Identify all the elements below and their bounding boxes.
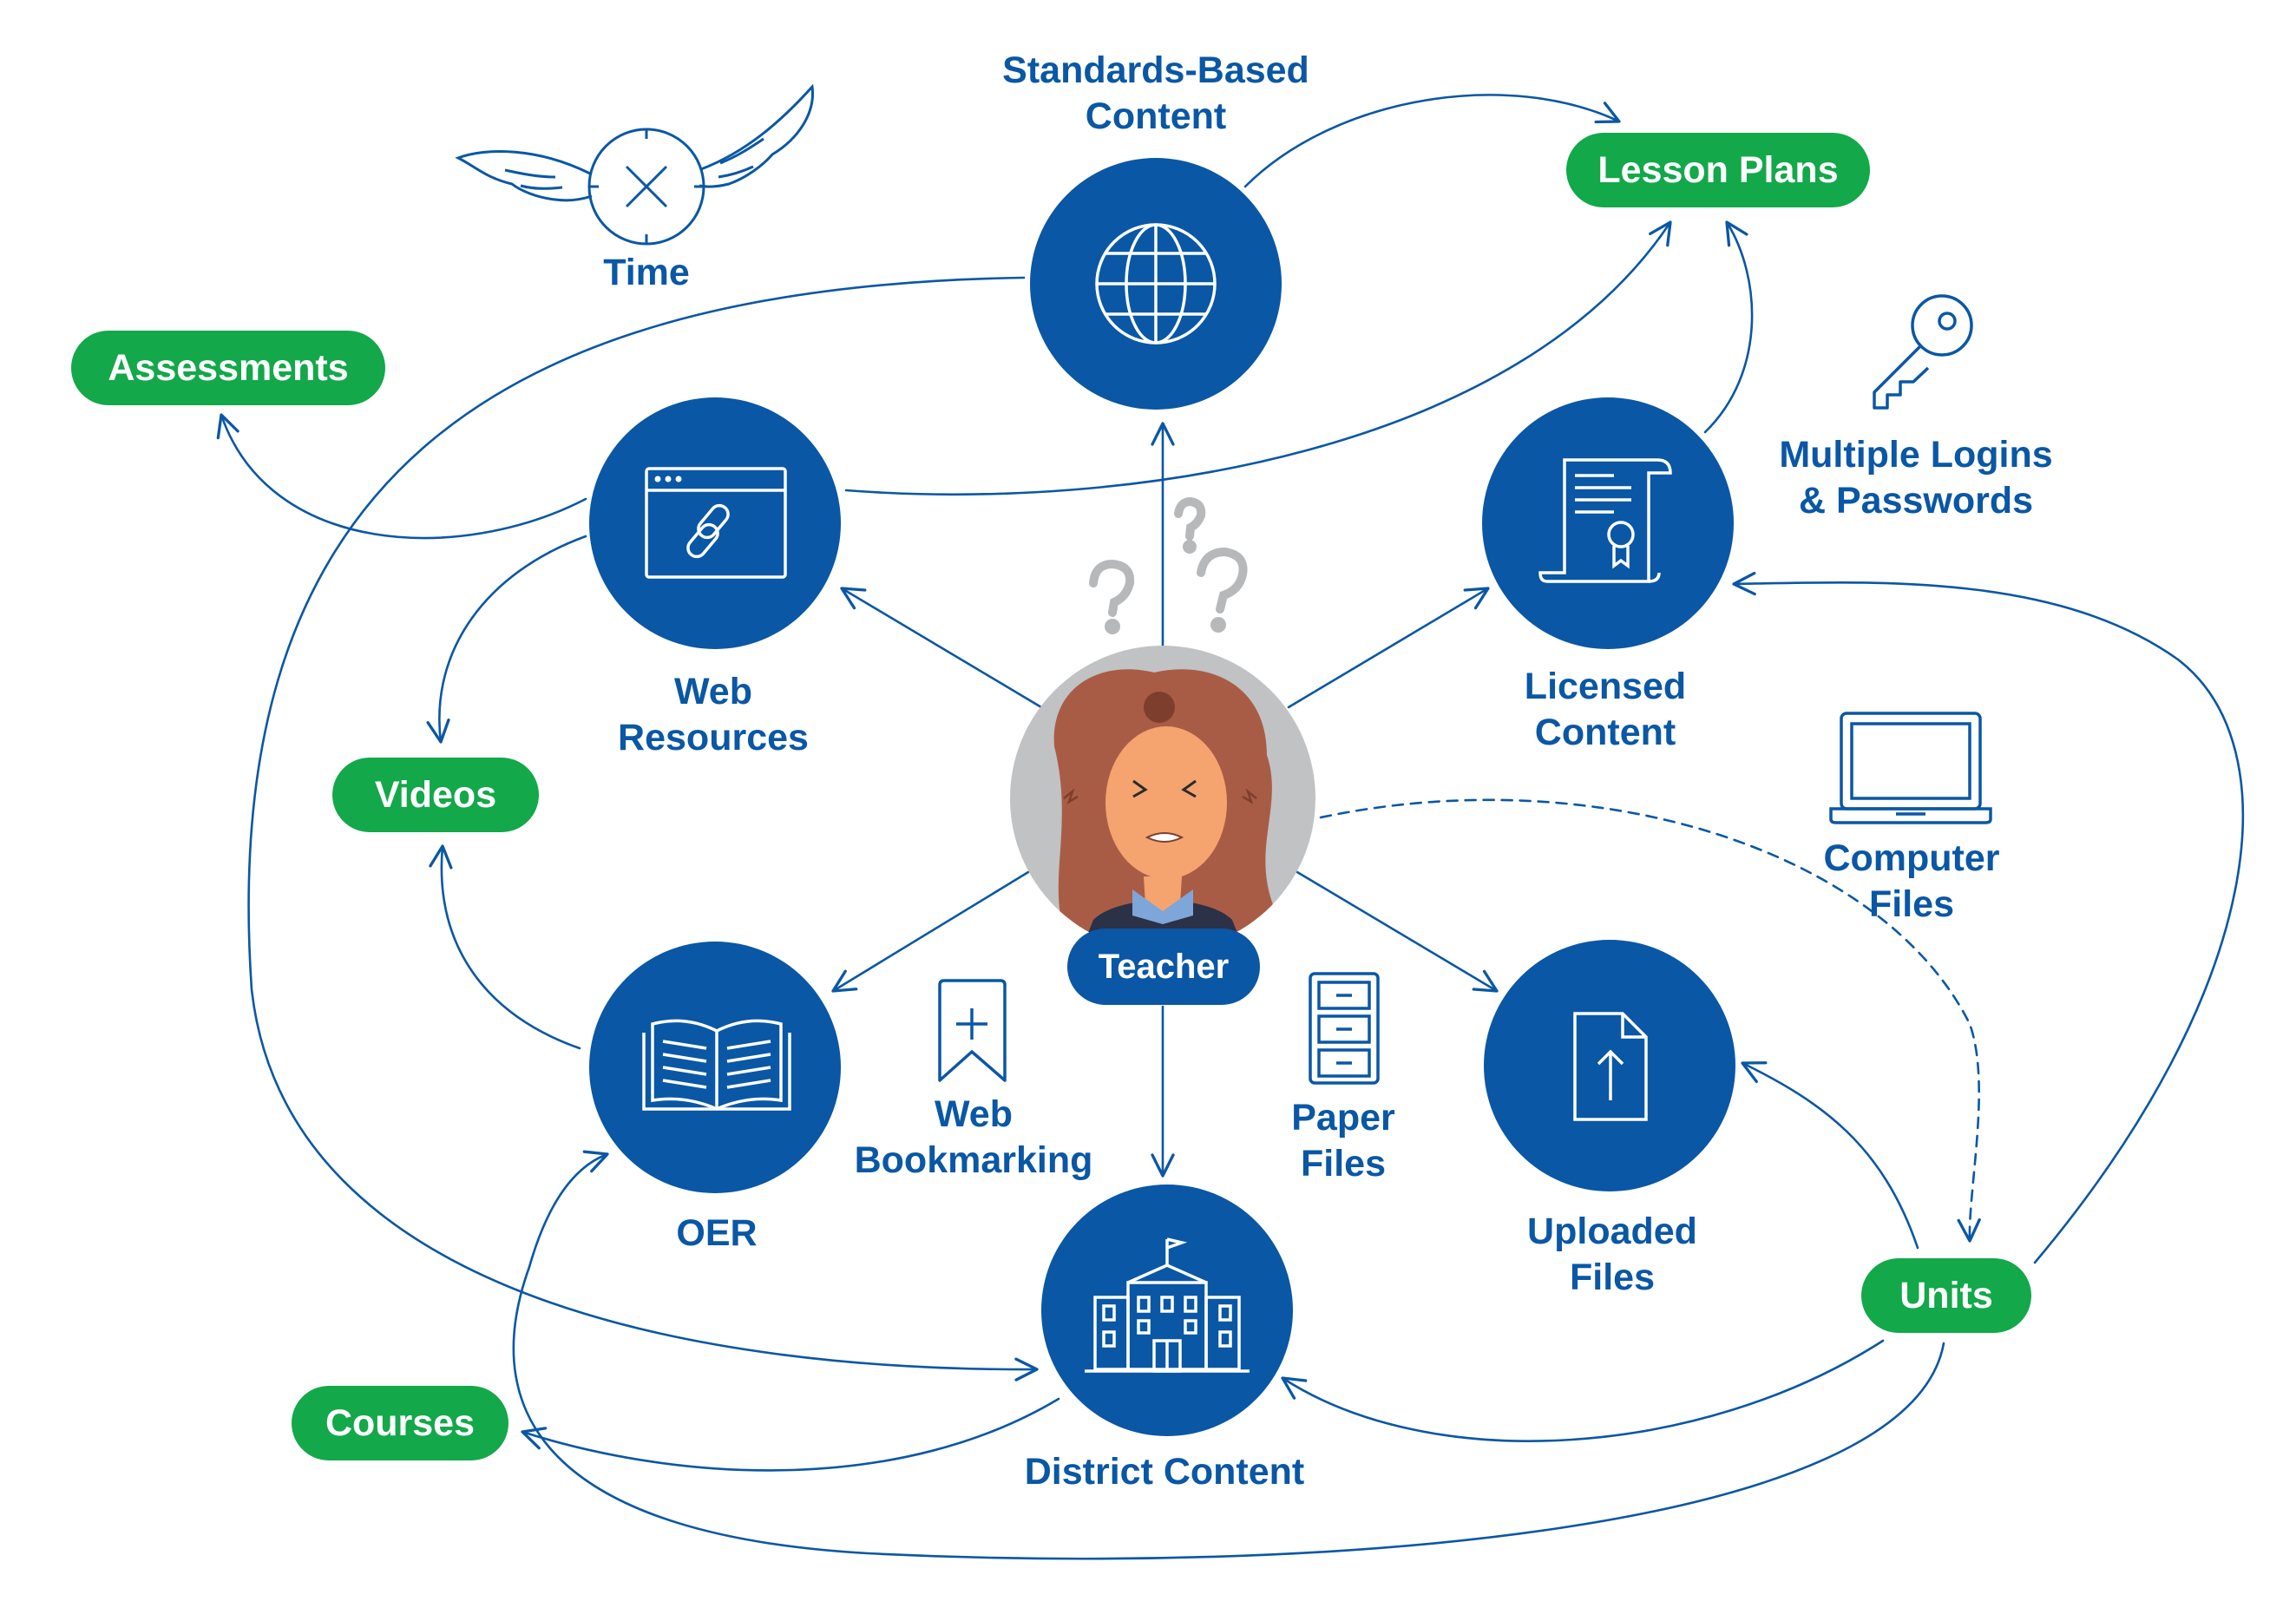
arrow-teacher-to-units-dashed [1319, 798, 1981, 1243]
standards-label-line1: Standards-Based [1002, 49, 1309, 91]
logins-label-line2: & Passwords [1798, 480, 2034, 522]
arrow-district-to-courses [521, 1397, 1060, 1472]
arrow-units-to-district [1281, 1339, 1885, 1442]
laptop-icon [1829, 712, 1992, 824]
question-marks-icon [1089, 496, 1248, 634]
certificate-scroll-icon [1538, 458, 1672, 583]
arrow-units-to-oer [512, 1150, 1945, 1560]
teacher-label-pill: Teacher [1067, 929, 1260, 1005]
uploaded-label-line2: Files [1570, 1257, 1655, 1298]
assessments-pill: Assessments [71, 331, 385, 405]
paper-files-label: Paper Files [1291, 1095, 1395, 1187]
licensed-label-line1: Licensed [1524, 666, 1687, 707]
bookmarking-label-line1: Web [935, 1093, 1013, 1135]
licensed-content-label: Licensed Content [1525, 664, 1686, 756]
arrow-standards-to-lesson-plans [1243, 94, 1621, 188]
key-icon [1873, 294, 1973, 410]
oer-label: OER [676, 1211, 757, 1257]
arrow-teacher-to-licensed [1287, 587, 1490, 709]
uploaded-label-line1: Uploaded [1527, 1211, 1697, 1252]
browser-link-icon [645, 467, 787, 579]
teacher-avatar [1010, 646, 1315, 951]
winged-clock-icon [455, 83, 815, 246]
web-resources-label: Web Resources [618, 669, 809, 761]
node-uploaded-files [1484, 940, 1735, 1191]
district-content-label: District Content [1025, 1449, 1305, 1495]
arrow-standards-to-district [247, 276, 1039, 1381]
node-district-content [1041, 1185, 1293, 1436]
web-resources-label-line1: Web [674, 671, 752, 712]
arrow-web-to-lesson-plans [844, 220, 1672, 496]
arrow-teacher-to-oer [831, 870, 1030, 993]
arrow-teacher-to-web [840, 587, 1043, 709]
courses-pill: Courses [292, 1386, 508, 1460]
time-label: Time [603, 250, 690, 296]
time-label-text: Time [603, 252, 690, 293]
node-standards-content [1030, 158, 1282, 410]
web-resources-label-line2: Resources [618, 717, 809, 758]
paper-label-line2: Files [1300, 1143, 1386, 1185]
videos-pill: Videos [332, 758, 539, 832]
web-bookmarking-label: Web Bookmarking [855, 1092, 1093, 1184]
computer-label-line2: Files [1869, 883, 1954, 925]
lesson-plans-pill: Lesson Plans [1566, 133, 1870, 207]
logins-label-line1: Multiple Logins [1779, 434, 2053, 476]
computer-label-line1: Computer [1823, 837, 2000, 879]
arrow-web-to-videos [426, 535, 587, 744]
uploaded-files-label: Uploaded Files [1527, 1209, 1697, 1301]
node-oer [589, 942, 841, 1193]
paper-label-line1: Paper [1291, 1097, 1395, 1139]
standards-label-line2: Content [1085, 95, 1227, 137]
file-cabinet-icon [1309, 972, 1380, 1085]
upload-file-icon [1573, 1012, 1648, 1121]
district-label-line1: District Content [1024, 1451, 1305, 1493]
node-web-resources [589, 397, 841, 649]
globe-icon [1095, 223, 1217, 345]
oer-label-line1: OER [676, 1212, 758, 1254]
arrow-units-to-uploaded [1741, 1061, 1919, 1250]
units-pill: Units [1861, 1258, 2031, 1333]
arrow-oer-to-videos [429, 844, 581, 1050]
logins-label: Multiple Logins & Passwords [1779, 432, 2052, 524]
standards-content-label: Standards-Based Content [1002, 48, 1309, 140]
bookmarking-label-line2: Bookmarking [854, 1139, 1093, 1181]
arrow-units-to-licensed [1732, 571, 2245, 1264]
bookmark-icon [938, 979, 1007, 1082]
stressed-teacher-avatar [1053, 669, 1276, 951]
computer-files-label: Computer Files [1823, 836, 1999, 928]
school-building-icon [1085, 1237, 1250, 1373]
arrow-web-to-assessments [216, 413, 587, 540]
arrow-teacher-to-uploaded [1296, 870, 1499, 993]
arrow-licensed-to-lesson-plans [1703, 220, 1754, 434]
open-book-icon [642, 1019, 791, 1111]
licensed-label-line2: Content [1534, 712, 1676, 753]
node-licensed-content [1482, 397, 1734, 649]
